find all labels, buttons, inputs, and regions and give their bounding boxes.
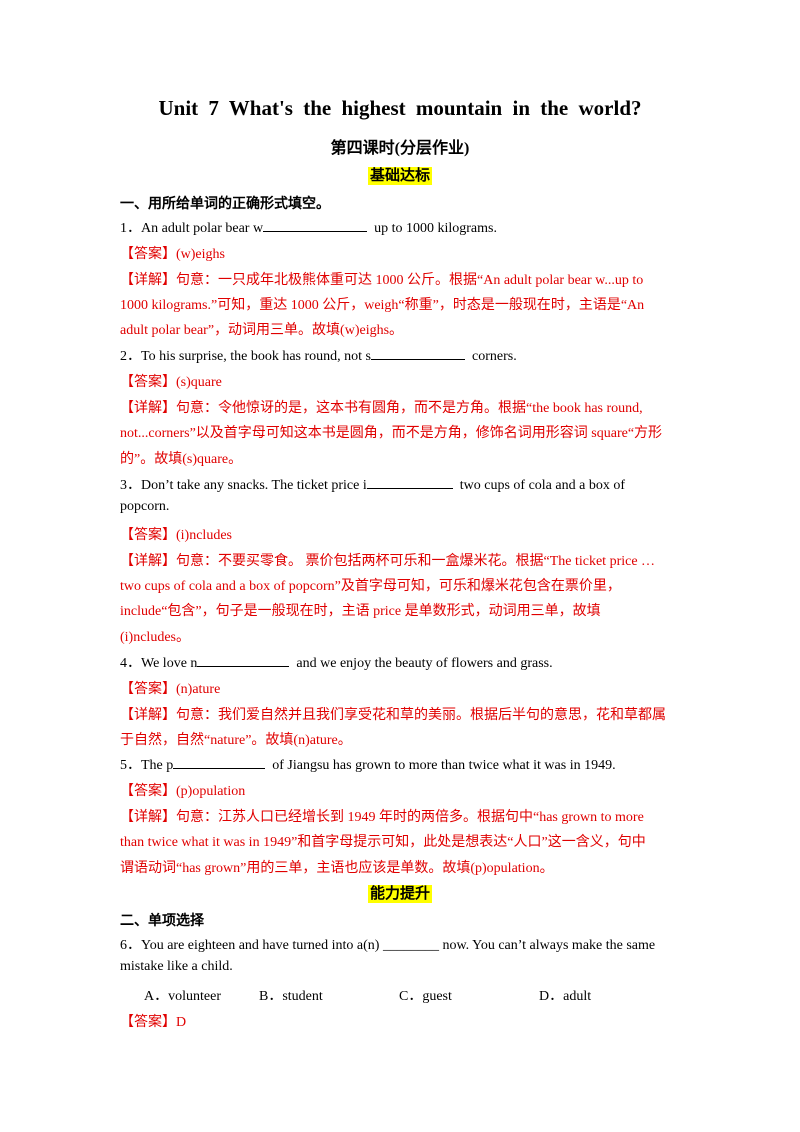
explanation-5-line-3: 谓语动词“has grown”用的三单，主语也应该是单数。故填(p)opulat… — [120, 861, 554, 876]
answer-blank — [366, 474, 453, 489]
explanation-1-line-2: 1000 kilograms.”可知，重达 1000 公斤，weigh“称重”，… — [120, 298, 645, 313]
section-heading-choice: 二、单项选择 — [120, 913, 204, 929]
question-4: 4．We love n and we enjoy the beauty of f… — [120, 652, 680, 672]
option-c: C．guest — [399, 989, 452, 1004]
level-heading-basic: 基础达标 — [0, 164, 800, 185]
answer-blank — [197, 652, 290, 667]
explanation-3-line-2: two cups of cola and a box of popcorn”及首… — [120, 579, 621, 594]
question-3-text-end: two cups of cola and a box of — [459, 478, 625, 493]
answer-5: 【答案】(p)opulation — [120, 784, 246, 799]
question-5: 5．The p of Jiangsu has grown to more tha… — [120, 754, 680, 774]
explanation-5-line-2: than twice what it was in 1949”和首字母提示可知，… — [120, 835, 646, 850]
explanation-1-line-1: 【详解】句意：一只成年北极熊体重可达 1000 公斤。根据“An adult p… — [120, 273, 644, 288]
explanation-5-line-1: 【详解】句意：江苏人口已经增长到 1949 年时的两倍多。根据句中“has gr… — [120, 810, 644, 825]
answer-3: 【答案】(i)ncludes — [120, 528, 232, 543]
answer-2: 【答案】(s)quare — [120, 375, 222, 390]
option-b: B．student — [259, 989, 323, 1004]
question-1-text: 1．An adult polar bear w — [120, 221, 264, 236]
explanation-1-line-3: adult polar bear”，动词用三单。故填(w)eighs。 — [120, 323, 404, 338]
question-4-text: 4．We love n — [120, 656, 198, 671]
answer-blank — [371, 345, 466, 360]
option-a: A．volunteer — [144, 989, 221, 1004]
answer-6: 【答案】D — [120, 1015, 187, 1030]
explanation-4-line-1: 【详解】句意：我们爱自然并且我们享受花和草的美丽。根据后半句的意思，花和草都属 — [120, 708, 666, 723]
question-3: 3．Don’t take any snacks. The ticket pric… — [120, 474, 680, 494]
section-heading-fill: 一、用所给单词的正确形式填空。 — [120, 196, 330, 212]
question-5-text-end: of Jiangsu has grown to more than twice … — [272, 758, 616, 773]
question-2-text-end: corners. — [472, 349, 517, 364]
question-1-text-end: up to 1000 kilograms. — [374, 221, 497, 236]
page-subtitle: 第四课时(分层作业) — [330, 140, 470, 157]
page-title: Unit 7 What's the highest mountain in th… — [158, 96, 642, 120]
question-6-line-2: mistake like a child. — [120, 959, 233, 974]
explanation-3-line-1: 【详解】句意：不要买零食。 票价包括两杯可乐和一盒爆米花。根据“The tick… — [120, 554, 656, 569]
question-6: 6．You are eighteen and have turned into … — [120, 938, 656, 953]
level-label-advanced: 能力提升 — [367, 885, 432, 903]
level-heading-advanced: 能力提升 — [0, 882, 800, 903]
question-1: 1．An adult polar bear w up to 1000 kilog… — [120, 217, 680, 237]
option-d: D．adult — [539, 989, 592, 1004]
question-3-text: 3．Don’t take any snacks. The ticket pric… — [120, 478, 367, 493]
level-label-basic: 基础达标 — [367, 167, 432, 185]
answer-blank — [173, 754, 266, 769]
question-4-text-end: and we enjoy the beauty of flowers and g… — [296, 656, 553, 671]
question-5-text: 5．The p — [120, 758, 174, 773]
question-2-text: 2．To his surprise, the book has round, n… — [120, 349, 372, 364]
explanation-3-line-4: (i)ncludes。 — [120, 630, 190, 645]
answer-1: 【答案】(w)eighs — [120, 247, 225, 262]
answer-4: 【答案】(n)ature — [120, 682, 221, 697]
explanation-2-line-3: 的”。故填(s)quare。 — [120, 452, 243, 467]
question-3-line-2: popcorn. — [120, 499, 170, 514]
explanation-2-line-1: 【详解】句意：令他惊讶的是，这本书有圆角，而不是方角。根据“the book h… — [120, 401, 643, 416]
explanation-3-line-3: include“包含”，句子是一般现在时，主语 price 是单数形式，动词用三… — [120, 604, 601, 619]
explanation-4-line-2: 于自然，自然“nature”。故填(n)ature。 — [120, 733, 352, 748]
answer-blank — [263, 217, 368, 232]
explanation-2-line-2: not...corners”以及首字母可知这本书是圆角，而不是方角，修饰名词用形… — [120, 426, 663, 441]
question-2: 2．To his surprise, the book has round, n… — [120, 345, 680, 365]
